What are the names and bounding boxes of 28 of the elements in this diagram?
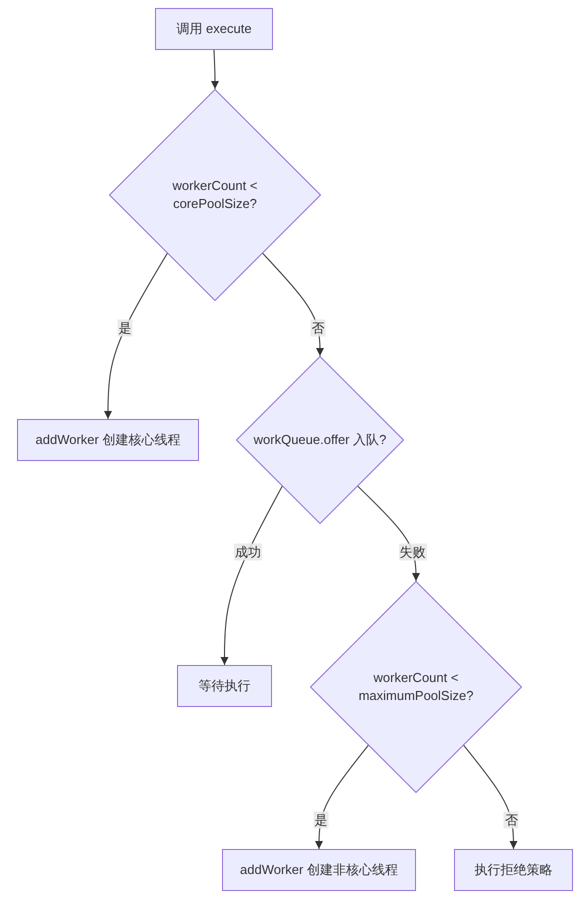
arrow	[315, 744, 369, 850]
edge-label: 否	[310, 320, 326, 337]
node-label: 等待执行	[198, 677, 250, 695]
decision-diamond	[310, 581, 522, 793]
node-label: 执行拒绝策略	[474, 861, 552, 879]
process-box	[222, 849, 416, 891]
condition-text: workerCount < maximumPoolSize?	[358, 669, 474, 705]
edge-label: 成功	[234, 544, 262, 561]
arrow	[211, 50, 219, 90]
edge-label: 是	[314, 812, 329, 829]
condition-text: workerCount < corePoolSize?	[172, 177, 258, 213]
process-box	[177, 665, 272, 707]
process-box	[155, 8, 273, 50]
arrow	[463, 744, 518, 850]
process-box	[17, 419, 199, 461]
arrow	[262, 252, 324, 356]
edge-label: 是	[118, 320, 133, 337]
decision-diamond	[236, 356, 404, 524]
process-box	[454, 849, 573, 891]
node-label: 调用 execute	[176, 20, 252, 38]
decision-diamond	[109, 89, 321, 301]
node-label: addWorker 创建非核心线程	[240, 861, 398, 879]
arrow	[220, 486, 283, 666]
node-label: addWorker 创建核心线程	[36, 431, 180, 449]
condition-text: workQueue.offer 入队?	[252, 431, 388, 449]
edge-label: 否	[504, 812, 519, 829]
edge-label: 失败	[398, 543, 427, 560]
arrow	[104, 252, 168, 420]
